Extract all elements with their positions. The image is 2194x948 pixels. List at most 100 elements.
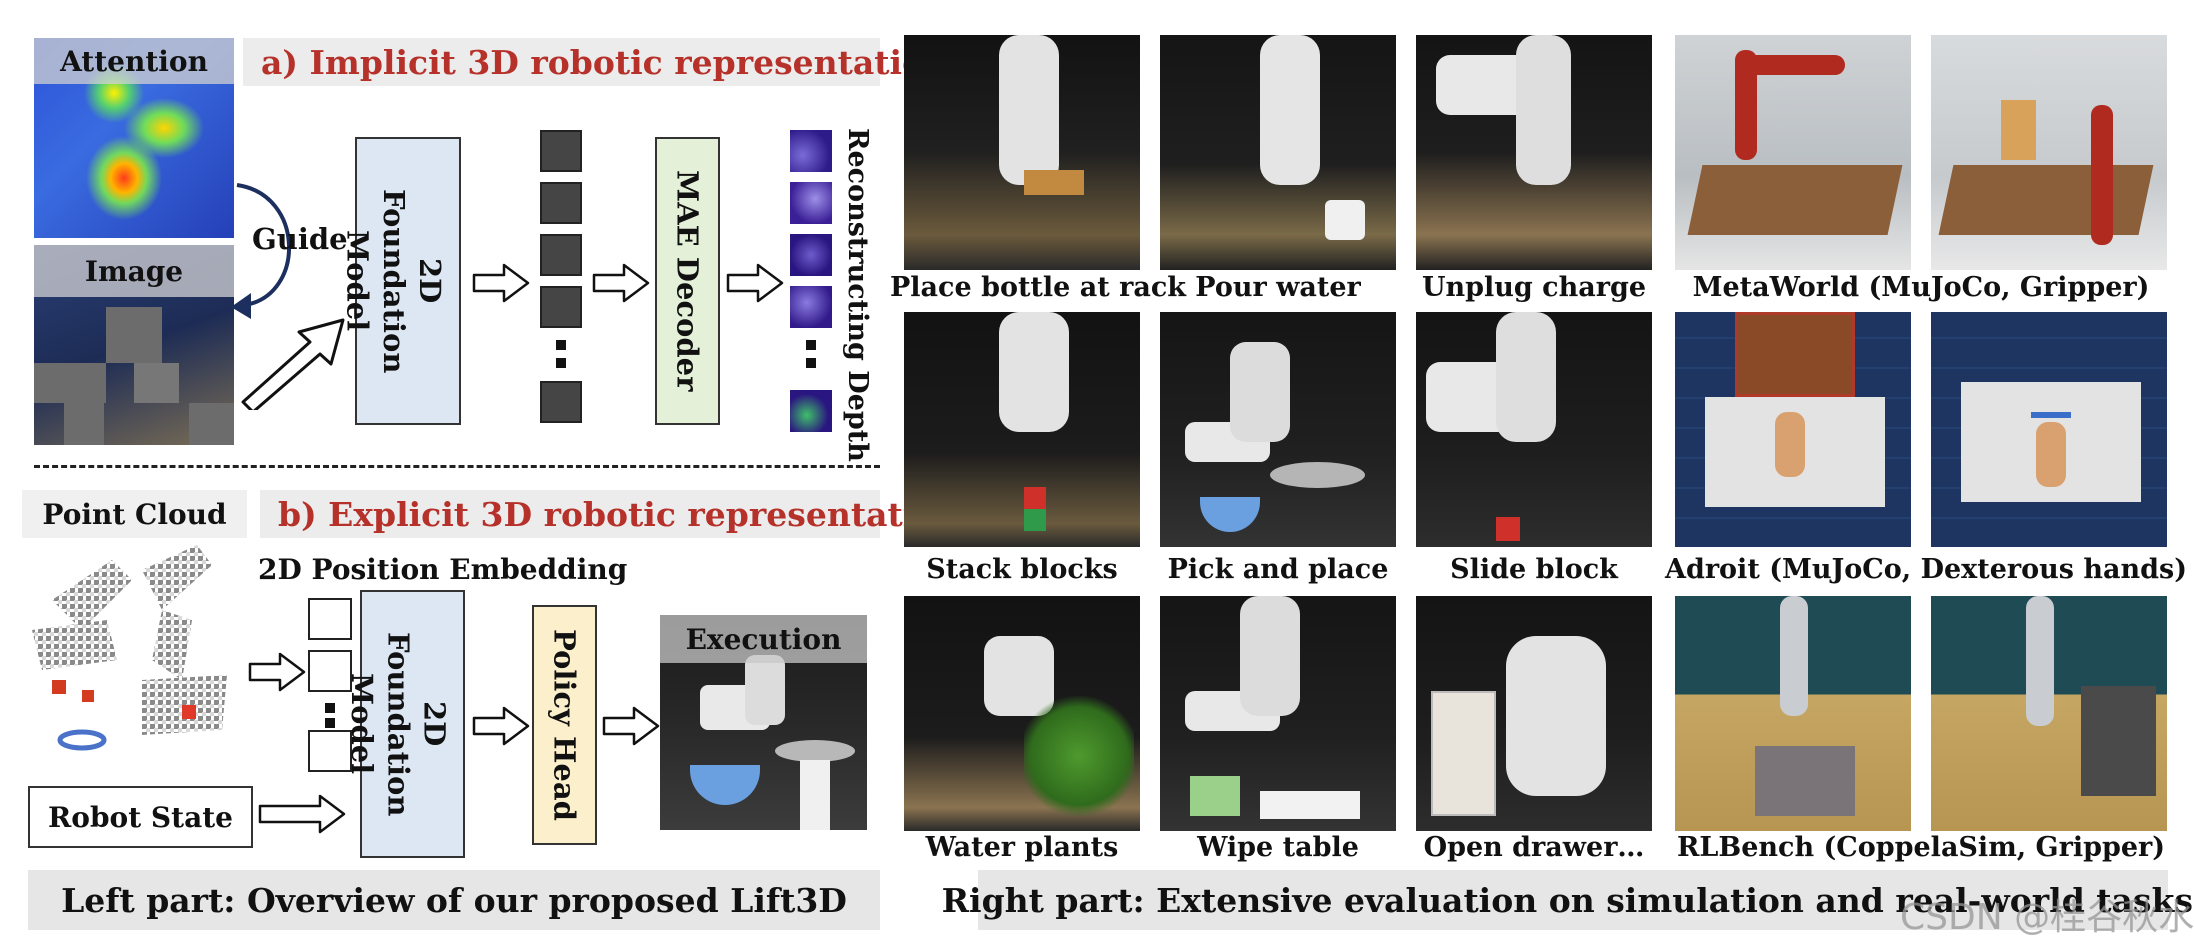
mae-decoder-box: MAE Decoder [655,137,720,425]
tissue-shape [1190,776,1240,816]
sim-photo-metaworld-1 [1675,35,1911,270]
foundation-model-label: 2D Foundation Model [340,188,448,374]
embedding-token [308,650,352,692]
hand-shape [1775,412,1805,477]
attention-image: Attention [34,38,234,238]
feature-token [540,234,582,276]
cup-shape [1325,200,1365,240]
safe-shape [2081,686,2156,796]
robot-state-label: Robot State [48,800,233,834]
cloth-shape [1260,791,1360,819]
foundation-model-box-a: 2D Foundation Model [340,137,461,425]
sim-caption-adroit: Adroit (MuJoCo, Dexterous hands) [1665,554,2187,585]
mask-patch [64,403,104,445]
depth-patch [790,182,832,224]
attention-label: Attention [34,38,234,84]
robot-arm-shape [1780,596,1808,716]
watermark: CSDN @桂谷秋水 [1900,897,2194,938]
block-shape [2001,100,2036,160]
guide-label: Guide [252,222,348,256]
task-photo-stack-blocks [904,312,1140,547]
robot-arm-shape [999,312,1069,432]
execution-label: Execution [660,615,867,663]
section-a-title: a) Implicit 3D robotic representation [243,38,948,86]
ellipsis-dot [325,718,335,728]
task-caption: Stack blocks [926,554,1118,585]
sim-caption-metaworld: MetaWorld (MuJoCo, Gripper) [1692,272,2150,303]
foundation-model-label: 2D Foundation Model [345,631,452,817]
policy-head-box: Policy Head [532,605,597,845]
robot-arm-shape [745,655,785,725]
sim-photo-rlbench-2 [1931,596,2167,831]
block-red [1024,487,1046,509]
stand-shape [800,760,830,830]
table-shape [1938,165,2154,235]
task-photo-place-bottle [904,35,1140,270]
input-arrow [241,318,345,410]
object-shape [1024,170,1084,195]
flow-arrow [592,263,650,303]
feature-token [540,182,582,224]
door-shape [1735,312,1855,397]
feature-token [540,381,582,423]
task-caption: Unplug charge [1421,272,1647,303]
plant-shape [1024,696,1134,816]
robot-arm-shape [1496,312,1556,442]
depth-patch [790,286,832,328]
sim-caption-rlbench: RLBench (CoppelaSim, Gripper) [1676,832,2166,863]
bowl-shape [1200,497,1260,532]
section-divider [34,465,880,468]
section-b-title: b) Explicit 3D robotic representation [260,490,961,538]
left-footer: Left part: Overview of our proposed Lift… [28,870,880,930]
flow-arrow [258,794,346,834]
right-footer: Right part: Extensive evaluation on simu… [942,870,2194,930]
reconstructing-depth-label: Reconstructing Depth [841,128,873,462]
task-caption: Open drawer… [1423,832,1645,863]
block-green [1024,509,1046,531]
task-caption: Water plants [925,832,1119,863]
feature-token [540,130,582,172]
task-caption: Pick and place [1167,554,1389,585]
depth-patch [790,130,832,172]
robot-arm-shape [1230,342,1290,442]
task-caption: Wipe table [1197,832,1359,863]
task-photo-slide-block [1416,312,1652,547]
masked-input-image: Image [34,245,234,445]
task-photo-water-plants [904,596,1140,831]
mask-patch [189,403,234,445]
robot-arm-shape [1506,636,1606,796]
sim-photo-adroit-2 [1931,312,2167,547]
mae-decoder-label: MAE Decoder [670,170,705,392]
drawer-shape [1431,691,1496,816]
foundation-model-box-b: 2D Foundation Model [345,590,465,858]
sim-photo-adroit-1 [1675,312,1911,547]
flow-arrow [472,263,530,303]
sim-photo-rlbench-1 [1675,596,1911,831]
ellipsis-dot [556,358,566,368]
sim-photo-metaworld-2 [1931,35,2167,270]
embedding-token [308,598,352,640]
depth-patch [790,234,832,276]
guide-arrow [231,183,291,319]
point-cloud-image [32,545,227,751]
flow-arrow [472,706,530,746]
task-caption: Place bottle at rack [890,272,1186,303]
tool-shape [2031,412,2071,418]
task-photo-wipe-table [1160,596,1396,831]
bowl-shape [690,765,760,805]
task-caption: Pour water [1195,272,1361,303]
block-red [1496,517,1520,541]
flow-arrow [726,263,784,303]
robot-state-box: Robot State [28,786,253,848]
depth-patch [790,390,832,432]
flow-arrow [248,652,306,692]
robot-arm-shape [2026,596,2054,726]
robot-arm-shape [1735,50,1757,160]
robot-arm-shape [1260,35,1320,185]
ellipsis-dot [806,358,816,368]
mask-patch [106,307,162,363]
position-embedding-label: 2D Position Embedding [258,553,628,586]
mask-patch [34,363,106,403]
point-cloud-label: Point Cloud [22,490,247,538]
task-photo-unplug-charge [1416,35,1652,270]
